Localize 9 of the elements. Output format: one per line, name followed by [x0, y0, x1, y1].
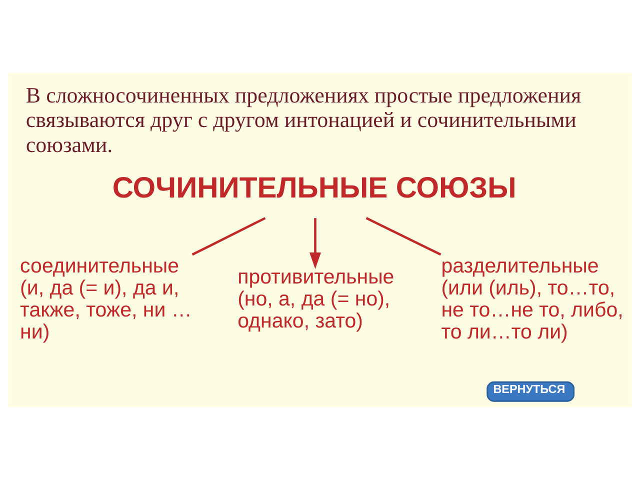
connector	[192, 217, 266, 256]
node-text: противительные (но, а, да (= но), однако, зато)	[238, 266, 394, 332]
node-text: СОЧИНИТЕЛЬНЫЕ СОЮЗЫ	[112, 172, 516, 205]
connector	[366, 217, 442, 256]
label: ВЕРНУТЬСЯ	[493, 382, 566, 396]
node-text: соединительные (и, да (= и), да и, также, тоже, ни … ни)	[20, 254, 192, 344]
node-text: разделительные (или (иль), то…то, не то…не то, либо, то ли…то ли)	[441, 254, 624, 344]
arrow	[309, 218, 321, 269]
diagram-title: В сложносочиненных предложениях простые предложения связываются друг с другом интонацией и сочинительными союзами.	[26, 82, 582, 158]
